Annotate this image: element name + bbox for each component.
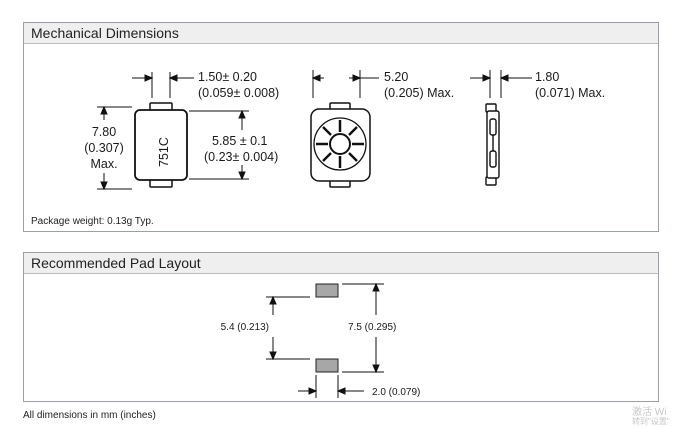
mechanical-drawing: 1.50± 0.20 (0.059± 0.008) 7.80 (0.307) M… bbox=[84, 70, 605, 191]
lead-width-mm: 1.50± 0.20 bbox=[198, 70, 257, 84]
pad-layout-drawing: 5.4 (0.213) 7.5 (0.295) 2.0 (0.079) bbox=[221, 282, 420, 398]
body-height-dimension bbox=[189, 109, 249, 181]
inner-spacing-dimension bbox=[266, 295, 310, 361]
outer-span-dimension bbox=[342, 282, 384, 374]
width-dimension bbox=[311, 70, 379, 98]
height-note: Max. bbox=[90, 157, 117, 171]
depth-in: (0.071) Max. bbox=[535, 86, 605, 100]
watermark-line1: 激活 Wi bbox=[632, 407, 667, 418]
width-mm: 5.20 bbox=[384, 70, 408, 84]
part-marking: 751C bbox=[157, 137, 171, 167]
depth-dimension bbox=[470, 70, 532, 98]
height-mm: 7.80 bbox=[92, 125, 116, 139]
lead-width-in: (0.059± 0.008) bbox=[198, 86, 279, 100]
mechanical-dimensions-title: Mechanical Dimensions bbox=[31, 25, 179, 41]
height-in: (0.307) bbox=[84, 141, 124, 155]
inner-spacing: 5.4 (0.213) bbox=[221, 322, 269, 333]
width-in: (0.205) Max. bbox=[384, 86, 454, 100]
watermark-line2: 转到"设置" bbox=[632, 417, 670, 426]
lead-width-dimension bbox=[132, 72, 194, 98]
body-height-mm: 5.85 ± 0.1 bbox=[212, 134, 268, 148]
depth-mm: 1.80 bbox=[535, 70, 559, 84]
overall-height-dimension bbox=[97, 105, 132, 191]
pad-bottom bbox=[315, 358, 339, 373]
side-view bbox=[485, 103, 500, 186]
body-height-in: (0.23± 0.004) bbox=[204, 150, 278, 164]
pad-width: 2.0 (0.079) bbox=[372, 387, 420, 398]
front-view bbox=[134, 102, 188, 188]
package-weight: Package weight: 0.13g Typ. bbox=[31, 216, 154, 227]
panel-header: Recommended Pad Layout bbox=[24, 253, 658, 274]
panel-header: Mechanical Dimensions bbox=[24, 23, 658, 44]
pad-width-dimension bbox=[298, 375, 364, 398]
mechanical-dimensions-panel: Mechanical Dimensions 1.50± 0.20 (0.059±… bbox=[23, 22, 659, 232]
units-note: All dimensions in mm (inches) bbox=[23, 410, 156, 421]
pad-top bbox=[315, 283, 339, 298]
pad-layout-panel: Recommended Pad Layout 5.4 (0.213) 7.5 (… bbox=[23, 252, 659, 402]
outer-span: 7.5 (0.295) bbox=[348, 322, 396, 333]
pad-layout-title: Recommended Pad Layout bbox=[31, 255, 201, 271]
top-view bbox=[310, 102, 371, 188]
